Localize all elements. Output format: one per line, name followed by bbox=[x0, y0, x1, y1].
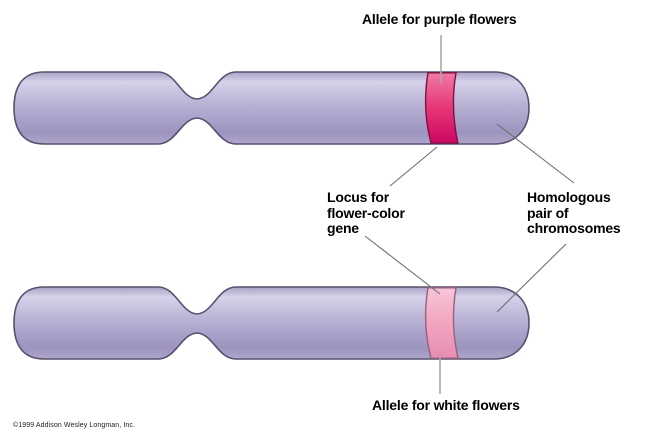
label-locus-flower-color-gene: Locus for flower-color gene bbox=[327, 189, 405, 236]
leader-line-locus-bottom bbox=[364, 235, 441, 295]
label-allele-white-flowers: Allele for white flowers bbox=[372, 397, 520, 413]
label-allele-purple-flowers: Allele for purple flowers bbox=[362, 11, 517, 27]
leader-line-locus-top bbox=[389, 146, 438, 187]
leader-line-homologous-bottom bbox=[496, 243, 567, 313]
purple-allele-band bbox=[424, 72, 459, 144]
chromosome-bottom bbox=[13, 286, 530, 360]
leader-line-homologous-top bbox=[496, 123, 575, 184]
chromosome-top bbox=[13, 71, 530, 145]
label-homologous-pair: Homologous pair of chromosomes bbox=[527, 189, 621, 236]
copyright-notice: ©1999 Addison Wesley Longman, Inc. bbox=[13, 422, 136, 429]
white-allele-band bbox=[424, 287, 459, 359]
